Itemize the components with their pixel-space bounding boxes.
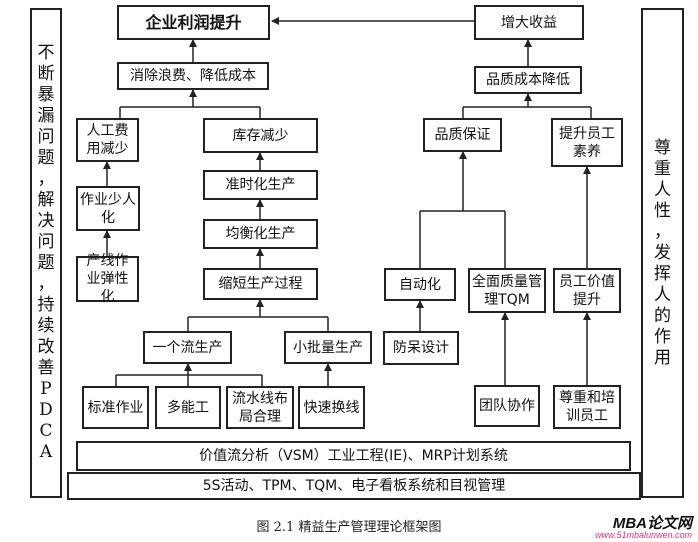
- side-char: 题: [37, 253, 55, 273]
- respect-training-box: 尊重和培训员工: [553, 385, 621, 429]
- profit-box: 企业利润提升: [117, 5, 270, 40]
- side-char: D: [39, 400, 53, 420]
- watermark-title: MBA论文网: [612, 515, 692, 532]
- side-char: 决: [37, 211, 55, 231]
- side-char: 善: [37, 358, 55, 378]
- side-char: 暴: [37, 85, 55, 105]
- side-char: 不: [37, 43, 55, 63]
- flexible-line-box: 产线作业弹性化: [76, 253, 139, 305]
- poka-yoke-box: 防呆设计: [383, 331, 459, 365]
- base-bar: 5S活动、TPM、TQM、电子看板系统和目视管理: [67, 472, 641, 500]
- vsm-bar: 价值流分析（VSM）工业工程(IE)、MRP计划系统: [76, 441, 631, 471]
- side-char: 挥: [654, 263, 671, 284]
- quick-changeover-box: 快速换线: [298, 386, 365, 429]
- staff-quality-box: 提升员工素养: [551, 118, 623, 167]
- side-char: 尊: [654, 137, 671, 158]
- side-char: 重: [654, 158, 671, 179]
- side-char: ，: [37, 274, 55, 294]
- side-char: ，: [654, 221, 671, 242]
- side-char: 断: [37, 64, 55, 84]
- side-char: 题: [37, 148, 55, 168]
- side-char: 解: [37, 190, 55, 210]
- side-char: 发: [654, 242, 671, 263]
- side-char: 用: [654, 347, 671, 368]
- watermark-url: www.51mbalunwen.com: [594, 530, 692, 540]
- side-char: P: [40, 379, 52, 399]
- side-char: C: [39, 421, 53, 441]
- jit-box: 准时化生产: [203, 170, 318, 200]
- one-piece-flow-box: 一个流生产: [143, 331, 232, 364]
- side-char: 作: [654, 326, 671, 347]
- inventory-box: 库存减少: [203, 118, 318, 153]
- side-char: 问: [37, 232, 55, 252]
- teamwork-box: 团队协作: [474, 385, 540, 427]
- shorten-process-box: 缩短生产过程: [203, 268, 318, 300]
- small-batch-box: 小批量生产: [284, 331, 372, 364]
- standard-work-box: 标准作业: [82, 386, 149, 429]
- multi-skill-box: 多能工: [155, 386, 221, 429]
- labor-cost-box: 人工费用减少: [76, 118, 139, 162]
- side-char: ，: [37, 169, 55, 189]
- revenue-box: 增大收益: [474, 5, 584, 40]
- quality-cost-box: 品质成本降低: [474, 66, 582, 94]
- leveling-box: 均衡化生产: [203, 219, 318, 249]
- side-char: 改: [37, 337, 55, 357]
- side-char: 漏: [37, 106, 55, 126]
- line-layout-box: 流水线布局合理: [226, 386, 294, 429]
- quality-assurance-box: 品质保证: [423, 118, 502, 152]
- reduce-waste-box: 消除浪费、降低成本: [117, 62, 269, 90]
- side-char: 问: [37, 127, 55, 147]
- tqm-box: 全面质量管理TQM: [468, 268, 546, 313]
- side-char: A: [39, 442, 53, 462]
- side-char: 续: [37, 316, 55, 336]
- side-char: 持: [37, 295, 55, 315]
- figure-caption: 图 2.1 精益生产管理理论框架图: [256, 520, 442, 535]
- side-char: 人: [654, 179, 671, 200]
- side-char: 性: [654, 200, 671, 221]
- side-char: 的: [654, 305, 671, 326]
- right-side-banner: 尊重人性，发挥人的作用: [641, 8, 684, 498]
- staff-value-box: 员工价值提升: [553, 268, 621, 313]
- fewer-workers-box: 作业少人化: [76, 186, 140, 231]
- automation-box: 自动化: [384, 268, 456, 301]
- side-char: 人: [654, 284, 671, 305]
